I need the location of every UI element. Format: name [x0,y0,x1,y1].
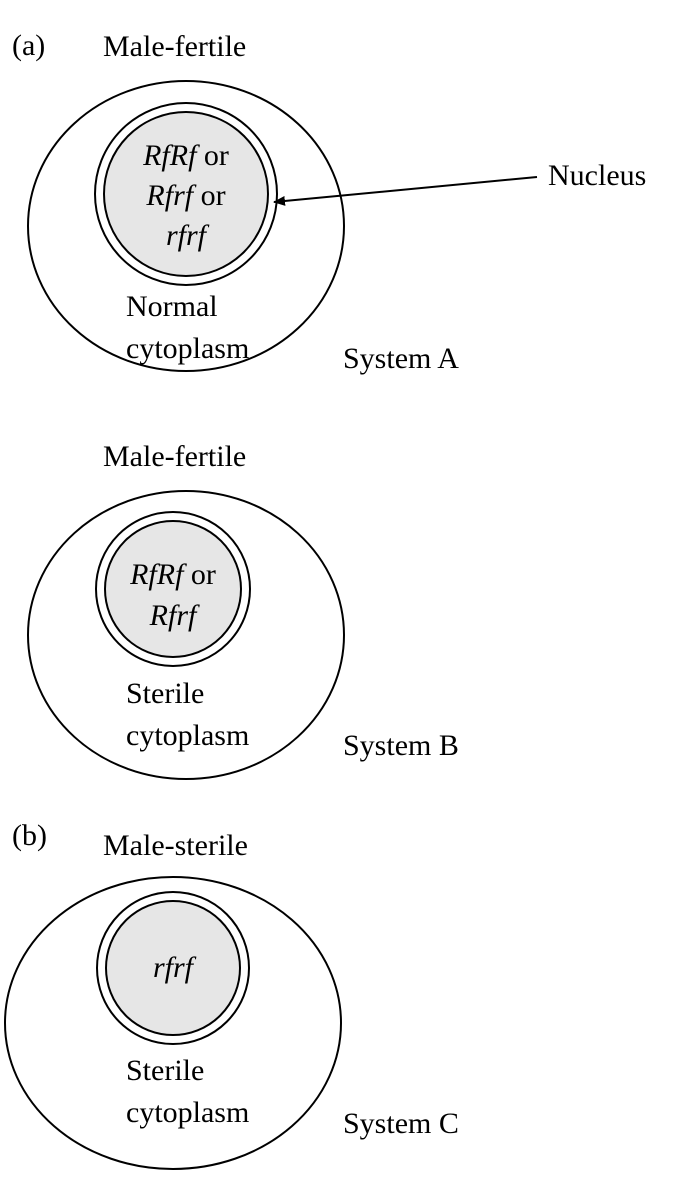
system-b-connector-1: or [183,558,216,591]
system-c-cell-outline [4,876,342,1170]
system-c-cytoplasm-line1: Sterile [126,1054,204,1087]
system-b-cell-outline [27,490,345,780]
panel-a-label: (a) [12,29,45,62]
system-c-genotype-1: rfrf [153,951,197,984]
system-a-nucleus-line1: RfRf or [142,139,229,172]
nucleus-pointer-label: Nucleus [548,159,646,192]
system-b-genotype-1: RfRf [129,558,187,591]
system-b-nucleus [104,520,242,658]
system-a-nucleus-line2: Rfrf or [145,179,225,212]
system-a-genotype-2: Rfrf [145,179,196,212]
system-a-cytoplasm-line2: cytoplasm [126,332,249,365]
system-b-label: System B [343,729,459,762]
system-c-nucleus [105,900,241,1036]
system-c-label: System C [343,1107,459,1140]
system-a-genotype-1: RfRf [142,139,200,172]
system-a-cytoplasm-line1: Normal [126,290,218,323]
system-a-label: System A [343,342,459,375]
system-a: Male-fertile RfRf or Rfrf or rfrf Normal… [27,30,646,375]
system-c-cytoplasm-line2: cytoplasm [126,1096,249,1129]
system-a-connector-2: or [193,179,226,212]
system-b: Male-fertile RfRf or Rfrf Sterile cytopl… [27,440,459,780]
system-b-genotype-2: Rfrf [149,599,200,632]
system-a-connector-1: or [196,139,229,172]
system-a-cell-outline [27,80,345,372]
system-a-phenotype: Male-fertile [103,30,246,63]
system-b-phenotype: Male-fertile [103,440,246,473]
nucleus-pointer-arrow [273,176,538,206]
system-b-cytoplasm-line1: Sterile [126,677,204,710]
system-a-nucleus [103,111,269,277]
system-c: Male-sterile rfrf Sterile cytoplasm Syst… [4,829,459,1170]
system-b-nucleus-line1: RfRf or [129,558,216,591]
system-b-cytoplasm-line2: cytoplasm [126,719,249,752]
system-c-phenotype: Male-sterile [103,829,248,862]
system-a-genotype-3: rfrf [166,219,210,252]
panel-b-label: (b) [12,819,47,852]
